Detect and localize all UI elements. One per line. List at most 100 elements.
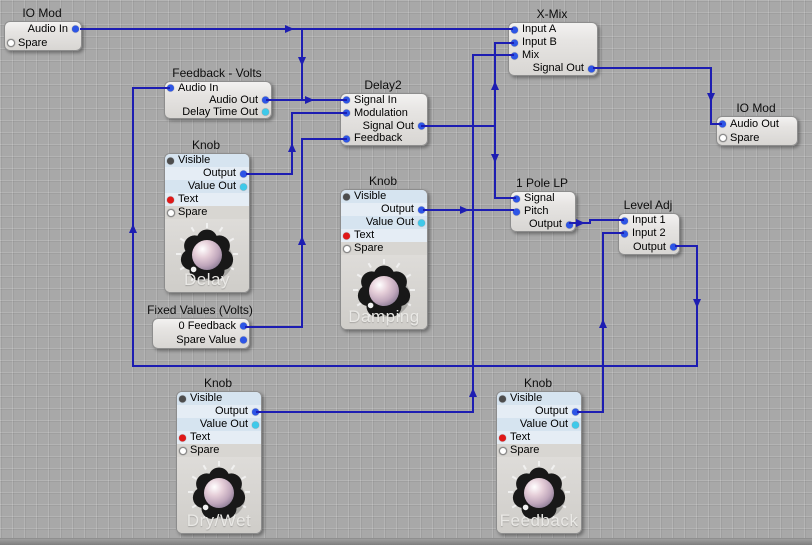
pin-connector[interactable] [670, 243, 677, 251]
pin-connector[interactable] [167, 84, 174, 92]
pin-connector[interactable] [240, 170, 247, 177]
pin-connector[interactable] [343, 244, 351, 253]
pin-connector[interactable] [418, 122, 425, 130]
module-box[interactable]: Audio In Audio Out Delay Time Out [164, 81, 272, 119]
pin-connector[interactable] [343, 109, 350, 117]
pin-signal-in[interactable]: Signal In [341, 94, 427, 107]
pin-visible[interactable]: Visible [177, 392, 261, 405]
pin-connector[interactable] [418, 206, 425, 213]
pin-output[interactable]: Output [177, 405, 261, 418]
pin-connector[interactable] [511, 39, 518, 46]
pin-spare[interactable]: Spare [5, 36, 81, 50]
pin-signal[interactable]: Signal [511, 192, 575, 205]
pin-text[interactable]: Text [165, 193, 249, 206]
pin-value-out[interactable]: Value Out [177, 418, 261, 431]
pin-connector[interactable] [343, 135, 350, 143]
pin-connector[interactable] [511, 26, 518, 33]
pin-audio-out[interactable]: Audio Out [165, 94, 271, 106]
pin-spare[interactable]: Spare [497, 444, 581, 457]
pin-output[interactable]: Output [497, 405, 581, 418]
pin-connector[interactable] [621, 217, 628, 225]
module-box[interactable]: 0 Feedback Spare Value [152, 318, 250, 349]
pin-connector[interactable] [167, 208, 175, 217]
pin-connector[interactable] [499, 434, 506, 441]
pin-visible[interactable]: Visible [165, 154, 249, 167]
pin-connector[interactable] [621, 230, 628, 238]
knob-control[interactable] [506, 459, 572, 525]
pin-value-out[interactable]: Value Out [165, 180, 249, 193]
module-box[interactable]: Audio In Spare [4, 21, 82, 51]
pin-value-out[interactable]: Value Out [497, 418, 581, 431]
pin-input-2[interactable]: Input 2 [619, 227, 679, 240]
pin-connector[interactable] [240, 322, 247, 330]
pin-spare[interactable]: Spare [165, 206, 249, 219]
pin-audio-out[interactable]: Audio Out [717, 117, 797, 131]
pin-connector[interactable] [262, 108, 269, 116]
pin-connector[interactable] [179, 446, 187, 455]
pin-text[interactable]: Text [341, 229, 427, 242]
pin-connector[interactable] [572, 421, 579, 428]
module-box[interactable]: Audio Out Spare [716, 116, 798, 146]
pin-connector[interactable] [511, 52, 518, 59]
pin-connector[interactable] [179, 395, 186, 402]
pin-connector[interactable] [343, 96, 350, 104]
pin-delay-time-out[interactable]: Delay Time Out [165, 106, 271, 118]
module-box[interactable]: Input A Input B Mix Signal Out [508, 22, 598, 76]
module-box[interactable]: Visible Output Value Out Text Spare Dela [164, 153, 250, 293]
pin-spare[interactable]: Spare [717, 131, 797, 145]
pin-connector[interactable] [167, 196, 174, 203]
module-box[interactable]: Input 1 Input 2 Output [618, 213, 680, 255]
pin-text[interactable]: Text [497, 431, 581, 444]
pin-connector[interactable] [179, 434, 186, 441]
pin-modulation[interactable]: Modulation [341, 107, 427, 120]
pin-connector[interactable] [343, 232, 350, 239]
pin-mix[interactable]: Mix [509, 49, 597, 62]
pin-connector[interactable] [566, 221, 573, 228]
pin-input-b[interactable]: Input B [509, 36, 597, 49]
pin-signal-out[interactable]: Signal Out [509, 62, 597, 75]
pin-value-out[interactable]: Value Out [341, 216, 427, 229]
pin-input-a[interactable]: Input A [509, 23, 597, 36]
pin-output[interactable]: Output [511, 218, 575, 231]
pin-connector[interactable] [240, 336, 247, 344]
pin-connector[interactable] [240, 183, 247, 190]
pin-connector[interactable] [719, 120, 726, 128]
pin-text[interactable]: Text [177, 431, 261, 444]
pin-connector[interactable] [572, 408, 579, 415]
pin-input-1[interactable]: Input 1 [619, 214, 679, 227]
pin-spare[interactable]: Spare [177, 444, 261, 457]
pin-output[interactable]: Output [341, 203, 427, 216]
pin-output[interactable]: Output [165, 167, 249, 180]
module-box[interactable]: Visible Output Value Out Text Spare Dry/ [176, 391, 262, 534]
pin-connector[interactable] [343, 193, 350, 200]
pin-spare[interactable]: Spare [341, 242, 427, 255]
module-box[interactable]: Signal Pitch Output [510, 191, 576, 232]
pin-connector[interactable] [252, 421, 259, 428]
module-box[interactable]: Signal In Modulation Signal Out Feedback [340, 93, 428, 146]
pin-visible[interactable]: Visible [341, 190, 427, 203]
pin-connector[interactable] [719, 134, 727, 142]
pin-connector[interactable] [513, 208, 520, 215]
knob-control[interactable] [186, 459, 252, 525]
pin-connector[interactable] [7, 39, 15, 47]
pin-audio-in[interactable]: Audio In [5, 22, 81, 36]
pin-connector[interactable] [588, 65, 595, 72]
module-box[interactable]: Visible Output Value Out Text Spare Damp [340, 189, 428, 330]
pin-connector[interactable] [513, 195, 520, 202]
pin-connector[interactable] [499, 395, 506, 402]
pin-connector[interactable] [262, 96, 269, 104]
pin-output[interactable]: Output [619, 241, 679, 254]
pin-connector[interactable] [72, 25, 79, 33]
pin-pitch[interactable]: Pitch [511, 205, 575, 218]
pin-connector[interactable] [499, 446, 507, 455]
pin-connector[interactable] [418, 219, 425, 226]
pin-visible[interactable]: Visible [497, 392, 581, 405]
pin-feedback[interactable]: Feedback [341, 132, 427, 145]
pin-connector[interactable] [252, 408, 259, 415]
pin-audio-in[interactable]: Audio In [165, 82, 271, 94]
pin-connector[interactable] [167, 157, 174, 164]
pin-signal-out[interactable]: Signal Out [341, 120, 427, 133]
pin-0-feedback[interactable]: 0 Feedback [153, 319, 249, 333]
module-box[interactable]: Visible Output Value Out Text Spare Feed [496, 391, 582, 534]
